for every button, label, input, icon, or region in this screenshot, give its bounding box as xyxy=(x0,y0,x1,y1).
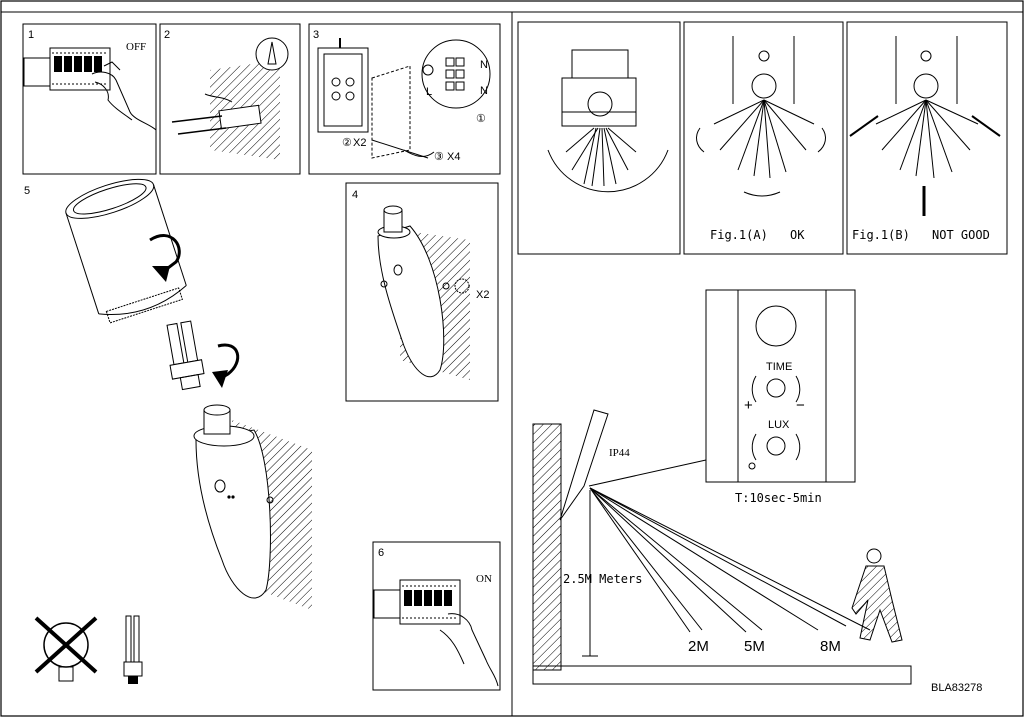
mounting-bracket xyxy=(218,104,262,130)
callout-2: ② xyxy=(342,137,352,149)
terminal-l-label: L xyxy=(426,86,432,98)
product-code: BLA83278 xyxy=(931,682,982,694)
screw-1 xyxy=(171,115,223,123)
time-label: TIME xyxy=(766,361,792,373)
lux-knob xyxy=(766,436,786,456)
step-1-number: 1 xyxy=(28,29,34,41)
lamp-cover xyxy=(65,178,187,324)
terminal-n-label-1: N xyxy=(480,59,488,71)
callout-3-qty: X4 xyxy=(447,151,460,163)
lamp-body xyxy=(195,429,271,599)
terminal-n-label-2: N xyxy=(480,85,488,97)
callout-3: ③ xyxy=(434,151,444,163)
step-4-panel: 4 X2 xyxy=(345,182,499,402)
step-1-off-label: OFF xyxy=(126,41,146,53)
step-4-qty: X2 xyxy=(476,289,489,301)
step-2-panel: 2 xyxy=(159,23,301,175)
sun-icon xyxy=(748,462,756,470)
callout-1: ① xyxy=(476,113,486,125)
moon-icon xyxy=(794,462,802,473)
junction-box xyxy=(317,47,369,133)
step-5-panel: 5 xyxy=(24,178,312,610)
ground xyxy=(532,665,912,685)
step-3-panel: 3 L N N ① ② X2 ③ X4 xyxy=(308,23,501,175)
cfl-bulb xyxy=(166,320,205,391)
hand-outline xyxy=(91,71,157,131)
time-minus: − xyxy=(796,397,805,414)
fig-1b-panel: Fig.1(B) NOT GOOD xyxy=(846,21,1008,255)
fig-1b-notgood: NOT GOOD xyxy=(932,228,990,242)
distance-8m: 8M xyxy=(820,638,841,655)
rotate-arrow-2 xyxy=(217,343,240,382)
step-6-on-label: ON xyxy=(476,573,492,585)
ip-rating: IP44 xyxy=(609,447,630,459)
step-6-number: 6 xyxy=(378,547,384,559)
installation-scene: IP44 2.5M Meters 2M 5M 8M xyxy=(532,409,912,685)
breaker-switches xyxy=(52,52,108,85)
brick-wall xyxy=(532,423,562,671)
fig-1a-panel: Fig.1(A) OK xyxy=(683,21,844,255)
rotate-arrow-1 xyxy=(149,234,181,276)
earth-symbol xyxy=(422,64,434,76)
mount-height: 2.5M Meters xyxy=(563,572,642,586)
step-4-number: 4 xyxy=(352,189,358,201)
mounted-lamp xyxy=(559,409,609,521)
lamp-body-4 xyxy=(377,225,445,378)
time-knob xyxy=(766,378,786,398)
wall-plug-detail xyxy=(255,37,289,71)
fig-1a-ok: OK xyxy=(790,228,805,242)
sensor-dot xyxy=(214,479,226,493)
detection-beams xyxy=(589,487,871,633)
control-panel-detail: TIME + − LUX xyxy=(705,289,856,483)
time-plus: + xyxy=(744,397,753,414)
screw-2 xyxy=(177,127,227,135)
fig-1b-label: Fig.1(B) xyxy=(852,228,910,242)
timing-label: T:10sec-5min xyxy=(735,491,822,505)
walking-person-icon xyxy=(851,548,903,643)
step-2-number: 2 xyxy=(164,29,170,41)
callout-2-qty: X2 xyxy=(353,137,366,149)
back-plate xyxy=(371,65,411,159)
sensor-top-view-panel xyxy=(517,21,681,255)
fig-1a-label: Fig.1(A) xyxy=(710,228,768,242)
no-incandescent-icon xyxy=(34,616,98,682)
step-3-number: 3 xyxy=(313,29,319,41)
lux-label: LUX xyxy=(768,419,790,431)
distance-5m: 5M xyxy=(744,638,765,655)
step-5-number: 5 xyxy=(24,185,30,197)
distance-2m: 2M xyxy=(688,638,709,655)
cfl-icon xyxy=(123,615,143,684)
step-1-panel: 1 OFF xyxy=(22,23,157,175)
step-6-panel: 6 ON xyxy=(372,541,501,691)
